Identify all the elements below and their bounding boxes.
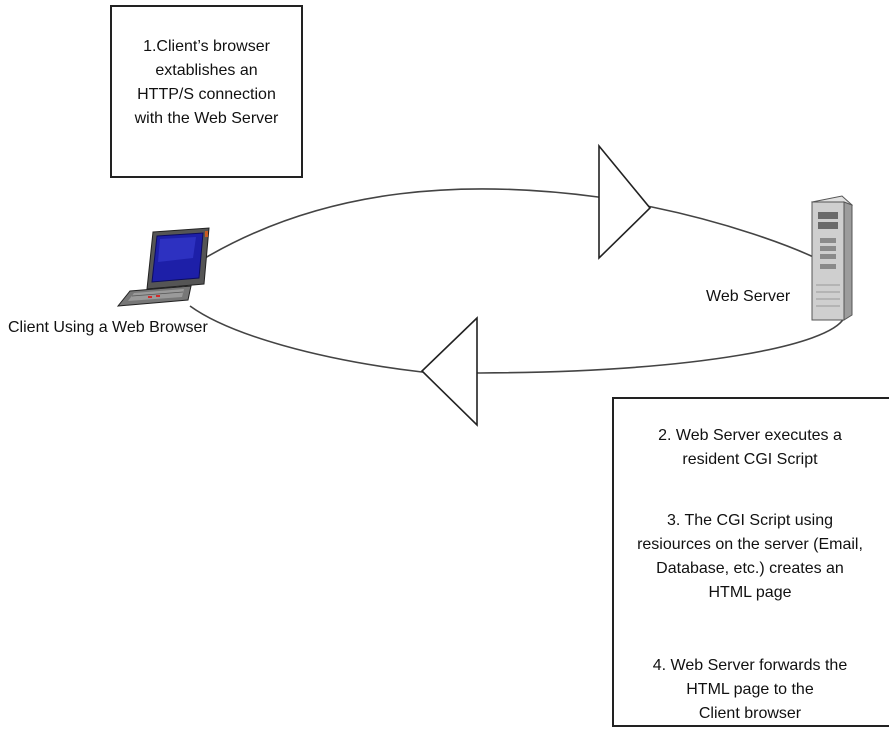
server-steps-box: 2. Web Server executes a resident CGI Sc… bbox=[612, 397, 889, 727]
response-flow-line bbox=[189, 305, 845, 374]
server-label: Web Server bbox=[706, 288, 791, 305]
step4-line: HTML page to the bbox=[686, 681, 814, 698]
step3-line: Database, etc.) creates an bbox=[656, 560, 844, 577]
step1-box: 1.Client’s browser extablishes an HTTP/S… bbox=[110, 5, 303, 178]
step2-line: resident CGI Script bbox=[682, 451, 818, 468]
step1-line: 1.Client’s browser bbox=[143, 38, 270, 55]
response-arrowhead-icon bbox=[420, 316, 478, 427]
step2-line: 2. Web Server executes a bbox=[658, 427, 842, 444]
step4-text: 4. Web Server forwards the HTML page to … bbox=[614, 654, 886, 726]
step3-line: HTML page bbox=[708, 584, 792, 601]
client-label: Client Using a Web Browser bbox=[8, 319, 208, 336]
step1-line: HTTP/S connection bbox=[137, 86, 276, 103]
step4-line: Client browser bbox=[698, 705, 802, 722]
step1-line: with the Web Server bbox=[134, 110, 279, 127]
laptop-icon bbox=[116, 227, 210, 307]
server-tower-icon bbox=[810, 195, 854, 321]
step3-text: 3. The CGI Script using resiources on th… bbox=[614, 509, 886, 605]
request-arrowhead-icon bbox=[598, 143, 652, 260]
step3-line: 3. The CGI Script using bbox=[667, 512, 833, 529]
step4-line: 4. Web Server forwards the bbox=[652, 657, 848, 674]
step3-line: resiources on the server (Email, bbox=[637, 536, 863, 553]
step1-line: extablishes an bbox=[155, 62, 258, 79]
request-flow-line bbox=[204, 188, 825, 263]
step2-text: 2. Web Server executes a resident CGI Sc… bbox=[614, 424, 886, 472]
